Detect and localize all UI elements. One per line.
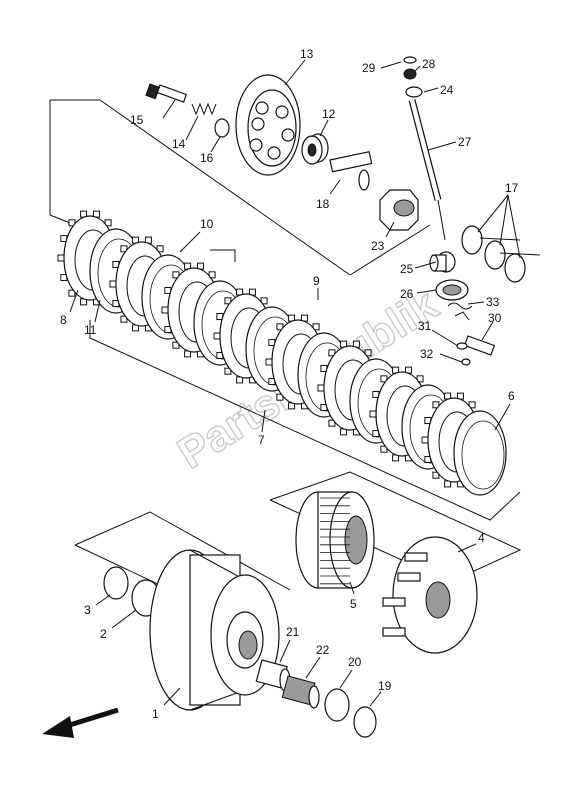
- callout-32: 32: [420, 347, 434, 361]
- front-direction-arrow-icon: [42, 707, 119, 738]
- callout-15: 15: [130, 113, 144, 127]
- callout-8: 8: [60, 313, 67, 327]
- clutch-plate-stack: [57, 210, 507, 496]
- callout-31: 31: [418, 319, 432, 333]
- part-circlip-29: [403, 56, 417, 64]
- callout-16: 16: [200, 151, 214, 165]
- part-bolt-31: [456, 342, 468, 350]
- callout-33: 33: [486, 295, 500, 309]
- plate-tab: [57, 254, 65, 262]
- callout-30: 30: [488, 311, 502, 325]
- part-nut-28: [403, 68, 417, 80]
- callout-9: 9: [313, 274, 320, 288]
- plate-tab: [265, 358, 273, 366]
- part-pressure-plate-13: [235, 74, 301, 176]
- callout-24: 24: [440, 83, 454, 97]
- part-washer-3: [103, 566, 129, 600]
- callout-17: 17: [505, 181, 519, 195]
- part-bearing-25: [429, 251, 456, 273]
- part-clip-33: [447, 302, 473, 321]
- callout-19: 19: [378, 679, 392, 693]
- part-plates-17: [461, 225, 541, 283]
- callout-26: 26: [400, 287, 414, 301]
- callout-5: 5: [350, 597, 357, 611]
- callout-23: 23: [371, 239, 385, 253]
- part-bearing-12: [301, 133, 329, 165]
- part-nut-23: [379, 189, 419, 231]
- callout-4: 4: [478, 531, 485, 545]
- callout-14: 14: [172, 137, 186, 151]
- callout-20: 20: [348, 655, 362, 669]
- part-pressure-plate-4: [382, 536, 478, 654]
- plate-tab: [421, 436, 429, 444]
- callout-3: 3: [84, 603, 91, 617]
- part-bolt-15: [145, 83, 188, 103]
- callout-12: 12: [322, 107, 336, 121]
- part-push-rod-27: [408, 99, 446, 241]
- callout-6: 6: [508, 389, 515, 403]
- callout-11: 11: [84, 323, 97, 337]
- part-push-rod-18: [329, 150, 373, 191]
- part-washer-24: [405, 86, 423, 98]
- callout-labels: 1 2 3 4 5 6 7 8 9 10 11 12 13 14 15 16 1…: [60, 47, 519, 721]
- part-washer-32: [461, 358, 471, 366]
- callout-21: 21: [286, 625, 300, 639]
- plate-tab: [317, 384, 325, 392]
- part-spring-14: [191, 102, 217, 116]
- callout-10: 10: [200, 217, 214, 231]
- plate-tab: [109, 280, 117, 288]
- callout-18: 18: [316, 197, 330, 211]
- plate-bore: [461, 420, 505, 490]
- plate-tab: [161, 306, 169, 314]
- part-washer-16: [214, 118, 230, 138]
- part-washer-19: [353, 706, 377, 738]
- part-bearing-26: [435, 279, 469, 301]
- callout-2: 2: [100, 627, 107, 641]
- callout-25: 25: [400, 262, 414, 276]
- callout-7: 7: [258, 433, 265, 447]
- steel-plate: [453, 410, 507, 496]
- callout-28: 28: [422, 57, 436, 71]
- plate-tab: [369, 410, 377, 418]
- part-clutch-boss-5: [295, 491, 375, 589]
- part-plate-30: [463, 335, 496, 356]
- plate-tab: [213, 332, 221, 340]
- callout-13: 13: [300, 47, 314, 61]
- callout-leaders: [69, 59, 521, 707]
- callout-1: 1: [152, 707, 159, 721]
- callout-22: 22: [316, 643, 330, 657]
- callout-27: 27: [458, 135, 472, 149]
- part-clutch-housing-1: [149, 549, 280, 711]
- part-washer-20: [324, 688, 350, 722]
- part-needle-bearing-22: [281, 675, 320, 709]
- callout-29: 29: [362, 61, 376, 75]
